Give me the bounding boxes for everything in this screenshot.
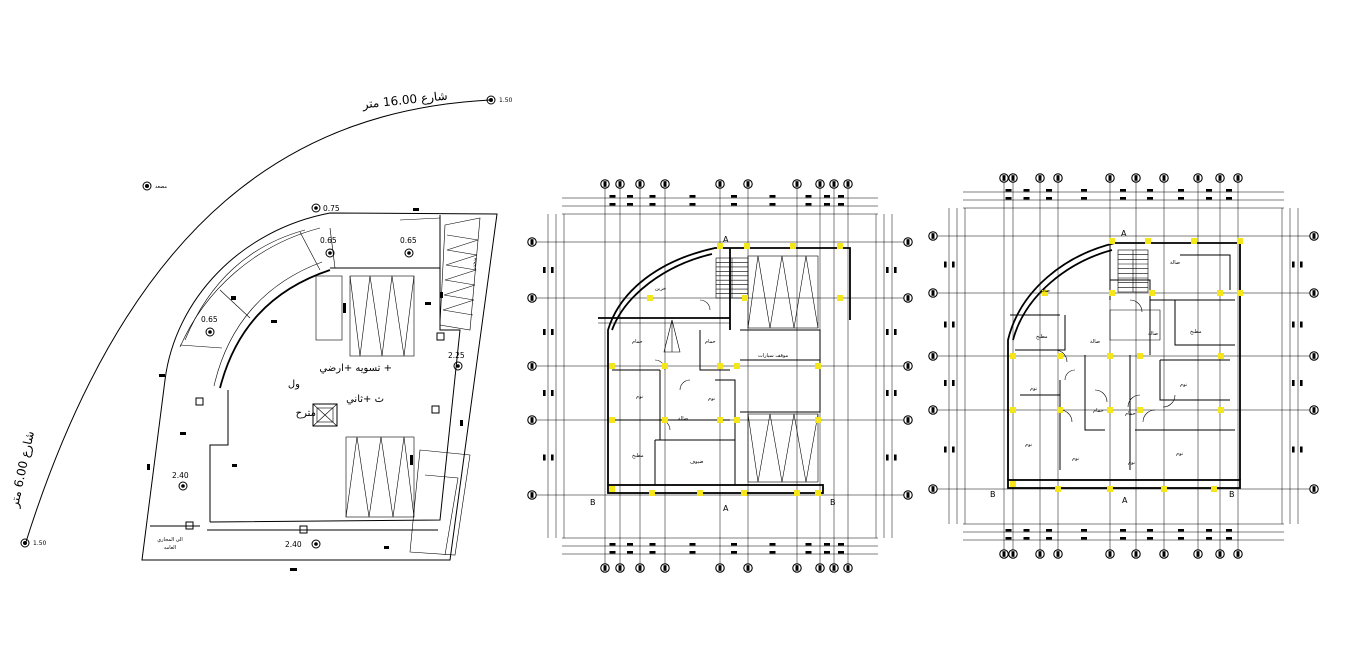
svg-text:1.50: 1.50 <box>33 540 47 547</box>
level-tag-corner: 0.75 <box>311 203 340 213</box>
svg-text:2.40: 2.40 <box>285 540 302 549</box>
tf-room-hall-left: صالة <box>1090 339 1100 345</box>
tf-room-kitchen-left: مطبخ <box>1036 334 1048 340</box>
level-marker-road-left: 1.50 <box>20 538 47 548</box>
drain-label-1: الى المجاري <box>157 537 183 543</box>
level-tag-bottom: 2.40 <box>285 539 321 549</box>
svg-text:مصعد: مصعد <box>155 184 167 190</box>
tf-room-kitchen-right: مطبخ <box>1190 329 1202 335</box>
tf-room-bath-1: حمام <box>1093 408 1104 414</box>
arc-marker: مصعد <box>142 181 167 191</box>
gf-section-a-bottom: A <box>723 504 729 513</box>
site-note-line-3: ث +ثاني <box>346 394 384 405</box>
tf-room-bath-2: حمام <box>1125 411 1136 417</box>
typical-floor-plan: A A B B صالة صالة مطبخ مطبخ صالة صالة نو… <box>928 173 1319 559</box>
svg-text:0.75: 0.75 <box>323 204 340 213</box>
site-note-line-2: ول <box>288 379 300 390</box>
gf-section-b-left: B <box>590 498 596 507</box>
tf-room-bed-2: نوم <box>1180 382 1187 388</box>
svg-text:0.65: 0.65 <box>320 236 337 245</box>
gf-room-hall: صالة <box>678 416 688 422</box>
level-tag-left: 2.40 <box>172 471 189 491</box>
gf-room-b: نوم <box>708 396 715 402</box>
gf-room-guest: ضيوف <box>690 459 704 465</box>
tf-room-bed-4: نوم <box>1072 456 1079 462</box>
level-tag-c: 0.65 <box>201 315 218 337</box>
tf-section-b-left: B <box>990 490 996 499</box>
level-marker-road-top: 1.50 <box>486 95 513 105</box>
street-arc <box>24 99 491 546</box>
gf-room-parking: موقف سيارات <box>758 353 788 359</box>
svg-text:2.25: 2.25 <box>448 351 465 360</box>
street-top-label: شارع 16.00 متر <box>361 89 448 113</box>
svg-text:2.40: 2.40 <box>172 471 189 480</box>
tf-room-bed-1: نوم <box>1030 386 1037 392</box>
level-tag-a: 0.65 <box>320 236 337 258</box>
drain-label-2: العامه <box>164 545 176 551</box>
level-tag-right: 2.25 <box>448 351 465 371</box>
tf-section-a-bottom: A <box>1122 496 1128 505</box>
tf-room-bed-3: نوم <box>1025 442 1032 448</box>
plot-boundary <box>141 212 498 561</box>
svg-text:منحدر: منحدر <box>471 257 478 271</box>
tf-room-bed-6: نوم <box>1176 451 1183 457</box>
site-note-line-4: مترح <box>296 408 316 419</box>
tf-room-bed-5: نوم <box>1128 460 1135 466</box>
gf-room-wc2: حمام <box>705 339 716 345</box>
center-core <box>312 403 338 427</box>
tf-room-salon-top: صالة <box>1170 260 1180 266</box>
street-left-label: شارع 6.00 متر <box>7 430 38 510</box>
gf-section-a-top: A <box>723 235 729 244</box>
tf-section-b-right: B <box>1229 490 1235 499</box>
tf-room-salon-left: صالة <box>1040 288 1050 294</box>
level-tag-b: 0.65 <box>400 236 417 258</box>
site-note-line-1: تسويه +ارضي + <box>319 363 392 374</box>
gf-section-b-right: B <box>830 498 836 507</box>
svg-text:1.50: 1.50 <box>499 97 513 104</box>
svg-text:0.65: 0.65 <box>201 315 218 324</box>
gf-room-a: نوم <box>636 394 643 400</box>
typical-floor-grid <box>928 173 1319 559</box>
ground-floor-plan: A A B B خزين حمام حمام نوم نوم صالة مطبخ… <box>527 179 913 573</box>
svg-text:0.65: 0.65 <box>400 236 417 245</box>
tf-section-a-top: A <box>1121 229 1127 238</box>
gf-room-store: خزين <box>655 286 666 292</box>
ground-floor-grid <box>527 179 913 573</box>
site-plan: شارع 16.00 متر شارع 6.00 متر 1.50 1.50 م… <box>7 89 513 571</box>
gf-room-kitchen: مطبخ <box>632 453 644 459</box>
tf-room-hall-right: صالة <box>1148 331 1158 337</box>
gf-room-wc: حمام <box>632 339 643 345</box>
